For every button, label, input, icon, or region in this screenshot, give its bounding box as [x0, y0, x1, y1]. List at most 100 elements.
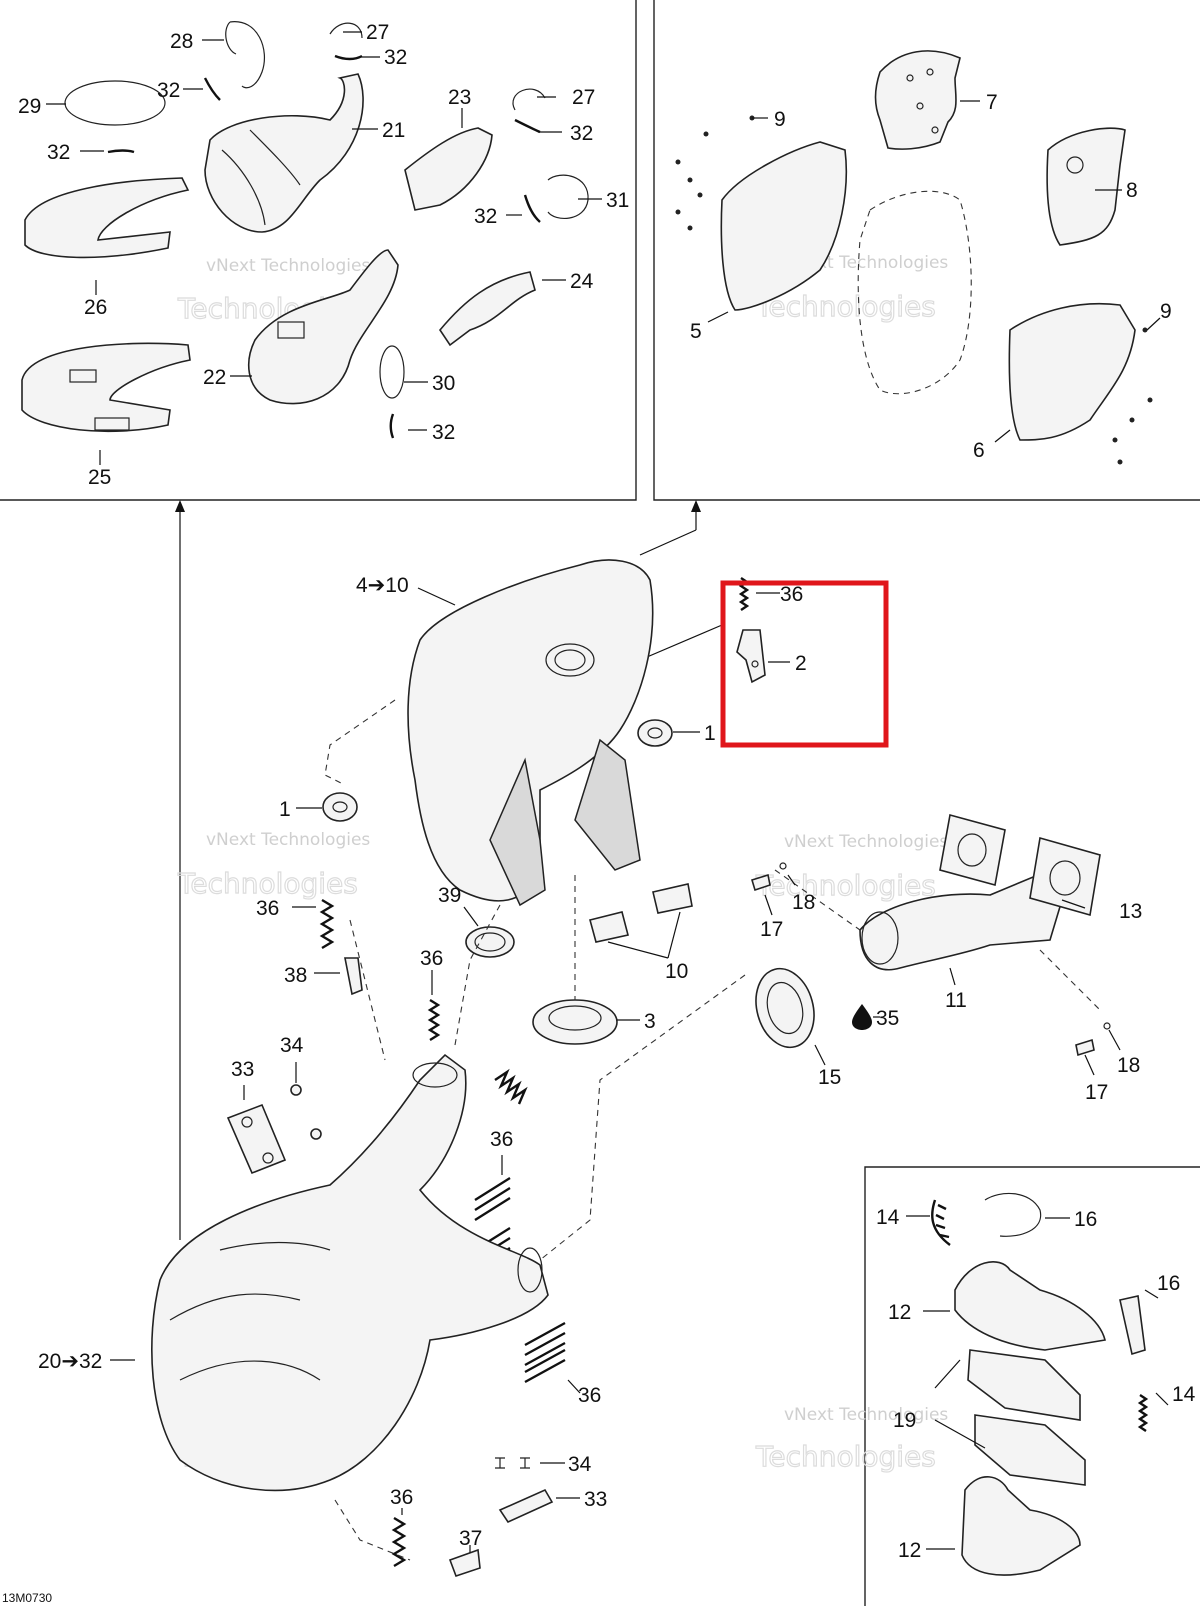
insulation-19 — [967, 1349, 1081, 1421]
spring-36 — [474, 1176, 511, 1222]
ring-16 — [984, 1192, 1042, 1237]
part-label: 32 — [474, 205, 497, 228]
part-label: 37 — [459, 1527, 482, 1550]
part-label: 32 — [47, 141, 70, 164]
part-labels: 28 27 32 29 32 21 32 23 27 32 26 32 31 2… — [18, 21, 1196, 1562]
heat-shield-plate-26 — [24, 177, 190, 259]
nut-34 — [495, 1457, 505, 1469]
mount-bracket-33 — [226, 1103, 287, 1175]
svg-text:vNext Technologies: vNext Technologies — [206, 830, 370, 850]
mount-bracket-33 — [498, 1488, 554, 1524]
part-label: 39 — [438, 884, 461, 907]
part-label: 36 — [490, 1128, 513, 1151]
part-label: 26 — [84, 296, 107, 319]
clip-10 — [652, 883, 693, 914]
part-label: 32 — [432, 421, 455, 444]
watermark: vNext Technologies Technologies — [754, 832, 948, 903]
exhaust-manifold-11 — [859, 868, 1063, 971]
ring-39 — [465, 926, 515, 958]
part-label: 33 — [231, 1058, 254, 1081]
part-label: 22 — [203, 366, 226, 389]
clamp-16 — [1119, 1295, 1146, 1356]
nut-34 — [290, 1084, 302, 1096]
part-label: 7 — [986, 91, 998, 114]
heat-shield-7 — [874, 50, 961, 150]
washer-18 — [779, 862, 787, 870]
insulation-19 — [974, 1414, 1086, 1486]
svg-text:Technologies: Technologies — [755, 869, 936, 902]
part-label: 32 — [570, 122, 593, 145]
part-label: 36 — [780, 583, 803, 606]
part-label: 19 — [893, 1409, 916, 1432]
nut-34 — [310, 1128, 322, 1140]
part-label: 18 — [1117, 1054, 1140, 1077]
bottom-right-inset-parts — [931, 1192, 1149, 1576]
part-label: 3 — [644, 1010, 656, 1033]
screws-9 — [1112, 327, 1153, 465]
part-label: 28 — [170, 30, 193, 53]
part-label: 17 — [1085, 1081, 1108, 1104]
part-label: 1 — [704, 722, 716, 745]
diagram-code: 13M0730 — [2, 1591, 52, 1605]
main-assembly-parts — [151, 559, 1111, 1578]
part-label: 14 — [876, 1206, 900, 1229]
part-label: 9 — [774, 108, 786, 131]
part-label: 15 — [818, 1066, 841, 1089]
part-label: 4➔10 — [356, 574, 409, 597]
part-label: 21 — [382, 119, 405, 142]
part-label: 16 — [1157, 1272, 1180, 1295]
part-label: 29 — [18, 95, 41, 118]
part-label: 30 — [432, 372, 455, 395]
spring-hook-38 — [344, 957, 363, 996]
muffler-shield-21 — [204, 73, 364, 233]
spring-32 — [389, 413, 395, 439]
flange-13 — [939, 813, 1006, 887]
part-label: 36 — [578, 1384, 601, 1407]
heat-shield-8 — [1046, 127, 1126, 246]
part-label: 27 — [366, 21, 389, 44]
part-label: 8 — [1126, 179, 1138, 202]
spring-hook-37 — [448, 1548, 481, 1578]
spring-36 — [391, 1516, 407, 1568]
part-label: 34 — [280, 1034, 304, 1057]
part-label: 5 — [690, 320, 702, 343]
spring-36 — [427, 998, 441, 1042]
svg-text:Technologies: Technologies — [177, 867, 358, 900]
svg-text:vNext Technologies: vNext Technologies — [784, 832, 948, 852]
clip-10 — [589, 911, 629, 943]
part-label: 36 — [420, 947, 443, 970]
grommet-1 — [637, 719, 673, 747]
watermark: vNext Technologies Technologies — [176, 830, 370, 901]
muffler-4 — [407, 559, 654, 902]
spring-32 — [523, 194, 541, 223]
ring-clamp-28 — [225, 21, 266, 89]
ring-31 — [547, 174, 589, 219]
heat-shield-plate-25 — [21, 342, 191, 433]
svg-text:vNext Technologies: vNext Technologies — [784, 1405, 948, 1425]
part-label: 16 — [1074, 1208, 1097, 1231]
svg-text:vNext Technologies: vNext Technologies — [206, 256, 370, 276]
part-label: 24 — [570, 270, 594, 293]
part-label: 1 — [279, 798, 291, 821]
part-label: 32 — [384, 46, 407, 69]
muffler-20 — [151, 1053, 549, 1492]
spring-36 — [524, 1348, 566, 1384]
part-label: 20➔32 — [38, 1350, 102, 1373]
ring-29 — [64, 80, 166, 126]
heat-shield-12 — [954, 1261, 1106, 1351]
part-label: 35 — [876, 1007, 899, 1030]
bracket-10 — [574, 738, 641, 871]
spring-36 — [319, 898, 335, 950]
part-label: 2 — [795, 652, 807, 675]
bracket-10 — [489, 757, 546, 907]
part-label: 38 — [284, 964, 307, 987]
part-label: 33 — [584, 1488, 607, 1511]
part-label: 25 — [88, 466, 111, 489]
spring-32 — [334, 54, 363, 61]
spring-14 — [931, 1199, 951, 1246]
bolt-17 — [751, 873, 771, 892]
flange-13 — [1029, 836, 1101, 917]
spring-36 — [494, 1068, 528, 1105]
